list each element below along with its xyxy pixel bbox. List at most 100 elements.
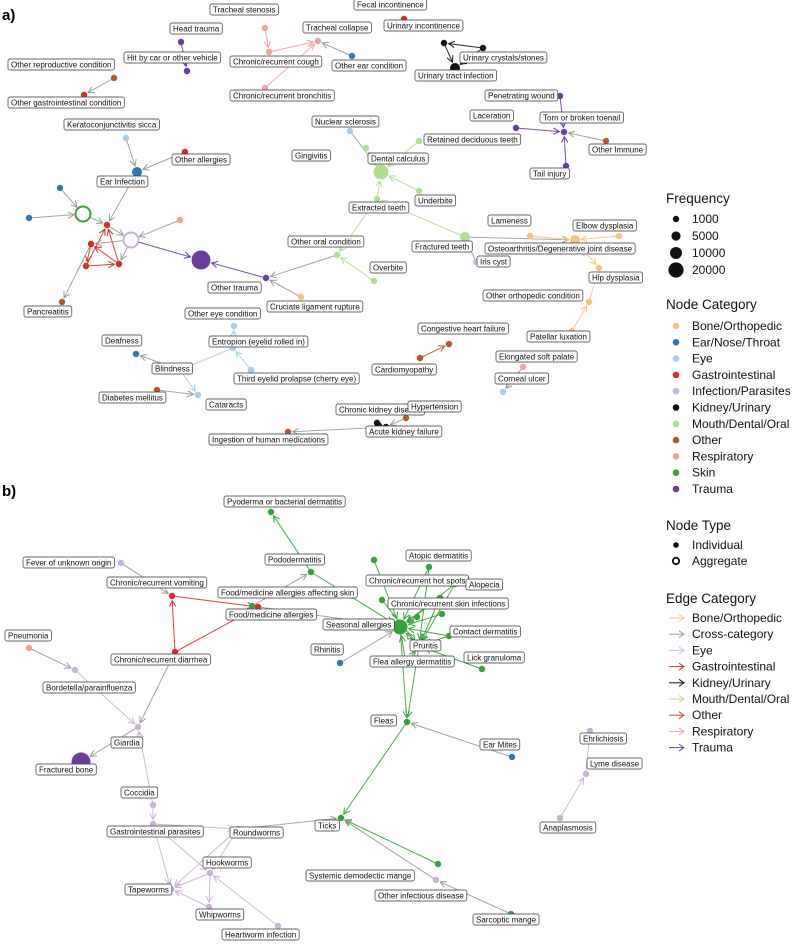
- legend-edge-category-label: Gastrointestinal: [692, 660, 775, 674]
- node-gi2: [82, 262, 90, 270]
- label-text: Ear Infection: [100, 178, 145, 187]
- legend-node-category-marker: [672, 453, 680, 460]
- node-sk2: [378, 596, 386, 604]
- label-text: Other oral condition: [291, 238, 361, 247]
- label-box: [423, 133, 522, 146]
- label-gingivitis: Gingivitis: [291, 149, 331, 162]
- label-box: [409, 639, 442, 652]
- edge-arrowhead: [70, 200, 78, 209]
- edge-arrowhead: [67, 211, 76, 219]
- node-other_eye: [230, 322, 238, 330]
- label-text: Dental calculus: [371, 155, 425, 164]
- legend-node-category-marker: [672, 371, 680, 379]
- edge-hookworms-tapeworms: [175, 872, 211, 888]
- edge-other_repro-other_gi: [87, 77, 115, 94]
- label-diabetes: Diabetes mellitus: [98, 391, 167, 404]
- label-pruritis: Pruritis: [409, 639, 442, 652]
- node-other_repro: [110, 74, 118, 82]
- node-gi_parasites: [149, 820, 157, 828]
- label-text: Elbow dysplasia: [576, 222, 634, 231]
- label-box: [311, 115, 380, 128]
- legend-edge-category-arrow: [678, 646, 685, 655]
- legend-node-category-label: Gastrointestinal: [692, 368, 775, 382]
- label-box: [225, 608, 317, 621]
- label-other_gi: Other gastrointestinal condition: [7, 96, 125, 109]
- label-chronic_cough: Chronic/recurrent cough: [229, 55, 323, 68]
- label-box: [110, 736, 144, 749]
- node-human_meds: [284, 428, 292, 436]
- edge-arrowhead: [205, 895, 213, 904]
- label-anaplasmosis: Anaplasmosis: [539, 821, 597, 834]
- label-flea_allergy: Flea allergy dermatitis: [369, 655, 455, 668]
- label-box: [588, 271, 643, 284]
- label-overbite: Overbite: [369, 261, 407, 274]
- label-text: Food/medicine allergies affecting skin: [221, 589, 354, 598]
- label-box: [405, 549, 472, 562]
- label-text: Atopic dermatitis: [409, 552, 468, 561]
- edge-arrowhead: [406, 616, 415, 623]
- node-retained_teeth: [415, 137, 423, 145]
- label-bordetella: Bordetella/parainfluenza: [42, 681, 136, 694]
- node-hit_by_car: [183, 67, 191, 75]
- label-ear_infection: Ear Infection: [96, 175, 149, 188]
- label-box: [110, 653, 211, 666]
- label-box: [526, 330, 591, 343]
- label-corneal_ulcer: Corneal ulcer: [494, 372, 549, 385]
- label-penetrating_wound: Penetrating wound: [484, 89, 559, 102]
- label-atopic_dermatitis: Atopic dermatitis: [405, 549, 472, 562]
- label-text: Tail injury: [533, 170, 566, 179]
- label-cardiomyopathy: Cardiomyopathy: [371, 363, 437, 376]
- label-text: Torn or broken toenail: [543, 114, 621, 123]
- edge-kcs-ear_infection: [125, 137, 136, 166]
- label-box: [23, 305, 73, 318]
- label-text: Patellar luxation: [530, 333, 587, 342]
- node-urinary_incontinence: [440, 39, 448, 47]
- label-text: Hookworms: [206, 859, 248, 868]
- label-text: Extracted teeth: [352, 204, 406, 213]
- label-text: Elongated soft palate: [499, 353, 575, 362]
- node-food_allergies_skin: [248, 602, 256, 610]
- label-ear_mites: Ear Mites: [479, 738, 521, 751]
- label-box: [572, 219, 637, 232]
- label-sarcoptic: Sarcoptic mange: [472, 913, 540, 926]
- node-third_eyelid: [247, 366, 255, 374]
- nodes: [25, 508, 594, 930]
- label-box: [207, 281, 262, 294]
- label-text: Iris cyst: [480, 258, 508, 267]
- label-tail_injury: Tail injury: [529, 167, 570, 180]
- label-box: [229, 826, 284, 839]
- label-head_trauma: Head trauma: [169, 22, 223, 35]
- label-box: [479, 738, 521, 751]
- node-other_ortho: [585, 298, 593, 306]
- legend-node-category-label: Skin: [692, 466, 715, 480]
- node-nuclear_sclerosis: [346, 127, 354, 135]
- label-other_immune: Other Immune: [588, 143, 647, 156]
- edge-arrowhead: [577, 777, 585, 785]
- node-extracted_teeth: [373, 195, 381, 203]
- label-text: Osteoarthritis/Degenerative joint diseas…: [488, 245, 633, 254]
- edge-arrowhead: [405, 632, 414, 641]
- label-box: [579, 732, 627, 745]
- label-box: [414, 69, 497, 82]
- label-box: [221, 928, 300, 941]
- label-text: Pododermatitis: [268, 556, 321, 565]
- node-bordetella: [71, 666, 79, 674]
- edge-other_oral-other_trauma: [270, 254, 338, 278]
- label-food_allergies: Food/medicine allergies: [225, 608, 317, 621]
- label-text: Hip dysplasia: [592, 274, 640, 283]
- label-text: Head trauma: [173, 25, 220, 34]
- label-other_infectious: Other infectious disease: [374, 889, 468, 902]
- node-cataracts: [194, 391, 202, 399]
- edge-arrowhead: [139, 354, 148, 361]
- label-box: [495, 350, 578, 363]
- label-text: Pruritis: [413, 642, 438, 651]
- edge-sarcoptic-other_infectious: [440, 881, 512, 915]
- edge-arrowhead: [212, 875, 221, 883]
- node-hip_dysplasia: [595, 264, 603, 272]
- label-box: [123, 51, 222, 64]
- edge-arrowhead: [186, 390, 195, 398]
- label-text: Cardiomyopathy: [375, 366, 433, 375]
- label-box: [411, 240, 473, 253]
- label-retained_teeth: Retained deciduous teeth: [423, 133, 522, 146]
- label-nuclear_sclerosis: Nuclear sclerosis: [311, 115, 380, 128]
